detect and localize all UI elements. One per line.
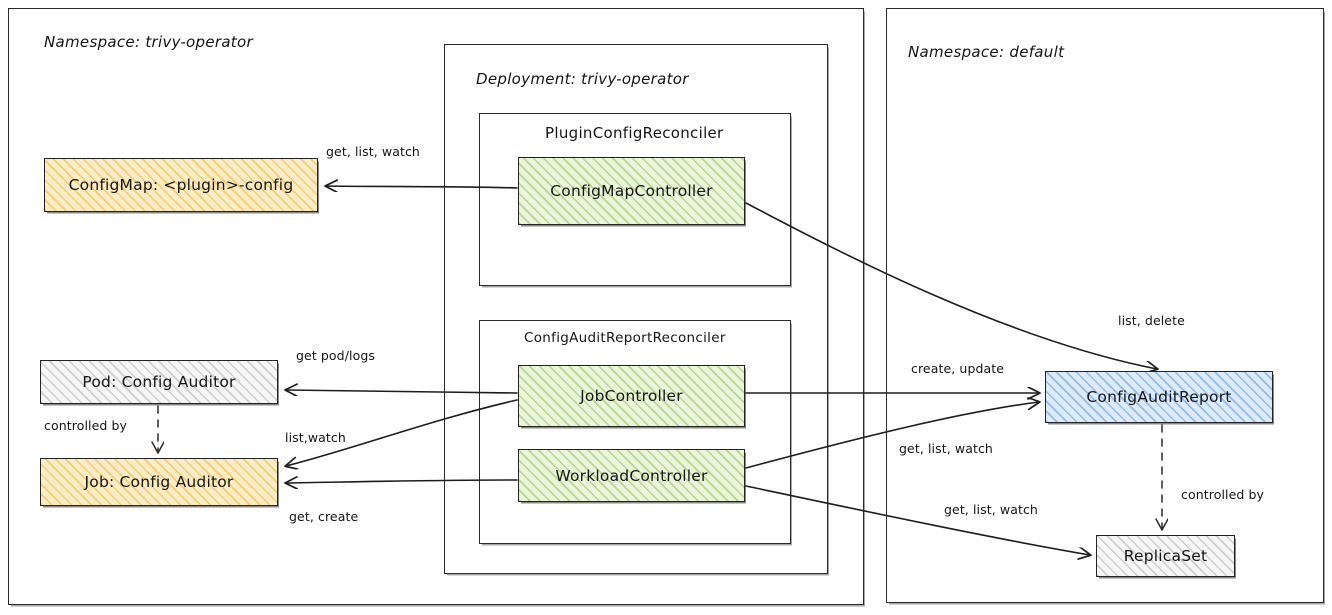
edge-get-create [286, 480, 518, 483]
edge-get-list-watch-replicaset [745, 485, 1090, 555]
group-label-plugin-config-reconciler: PluginConfigReconciler [545, 124, 724, 142]
group-namespace-default [886, 8, 1324, 603]
node-label-replicaset: ReplicaSet [1123, 547, 1208, 565]
group-deployment-trivy-operator [444, 44, 828, 574]
edge-get-list-watch-report [745, 402, 1039, 469]
node-label-config-audit-report: ConfigAuditReport [1086, 388, 1232, 406]
node-label-configmap: ConfigMap: <plugin>-config [68, 176, 294, 194]
node-label-configmap-controller: ConfigMapController [550, 182, 713, 200]
group-label-config-audit-report-reconciler: ConfigAuditReportReconciler [524, 330, 726, 346]
group-label-namespace-trivy-operator: Namespace: trivy-operator [44, 33, 253, 51]
node-replicaset[interactable]: ReplicaSet [1096, 535, 1235, 577]
edge-list-watch [286, 399, 518, 466]
group-namespace-trivy-operator [8, 8, 864, 605]
node-pod-config-auditor[interactable]: Pod: Config Auditor [40, 360, 278, 404]
node-label-pod-config-auditor: Pod: Config Auditor [82, 373, 236, 391]
node-label-workload-controller: WorkloadController [555, 466, 708, 485]
edge-get-list-watch-configmap [326, 186, 518, 188]
group-config-audit-report-reconciler [479, 320, 791, 544]
node-job-controller[interactable]: JobController [518, 365, 745, 427]
group-label-namespace-default: Namespace: default [908, 43, 1065, 61]
group-label-deployment-trivy-operator: Deployment: trivy-operator [476, 70, 689, 88]
edge-list-delete [745, 202, 1157, 369]
node-label-job-controller: JobController [580, 387, 683, 405]
group-plugin-config-reconciler [479, 113, 791, 286]
node-workload-controller[interactable]: WorkloadController [518, 449, 745, 502]
node-job-config-auditor[interactable]: Job: Config Auditor [40, 458, 278, 506]
node-label-job-config-auditor: Job: Config Auditor [84, 473, 234, 491]
node-config-audit-report[interactable]: ConfigAuditReport [1045, 371, 1273, 423]
node-configmap[interactable]: ConfigMap: <plugin>-config [44, 158, 318, 212]
edge-get-pod-logs [286, 390, 518, 393]
node-configmap-controller[interactable]: ConfigMapController [518, 157, 745, 225]
